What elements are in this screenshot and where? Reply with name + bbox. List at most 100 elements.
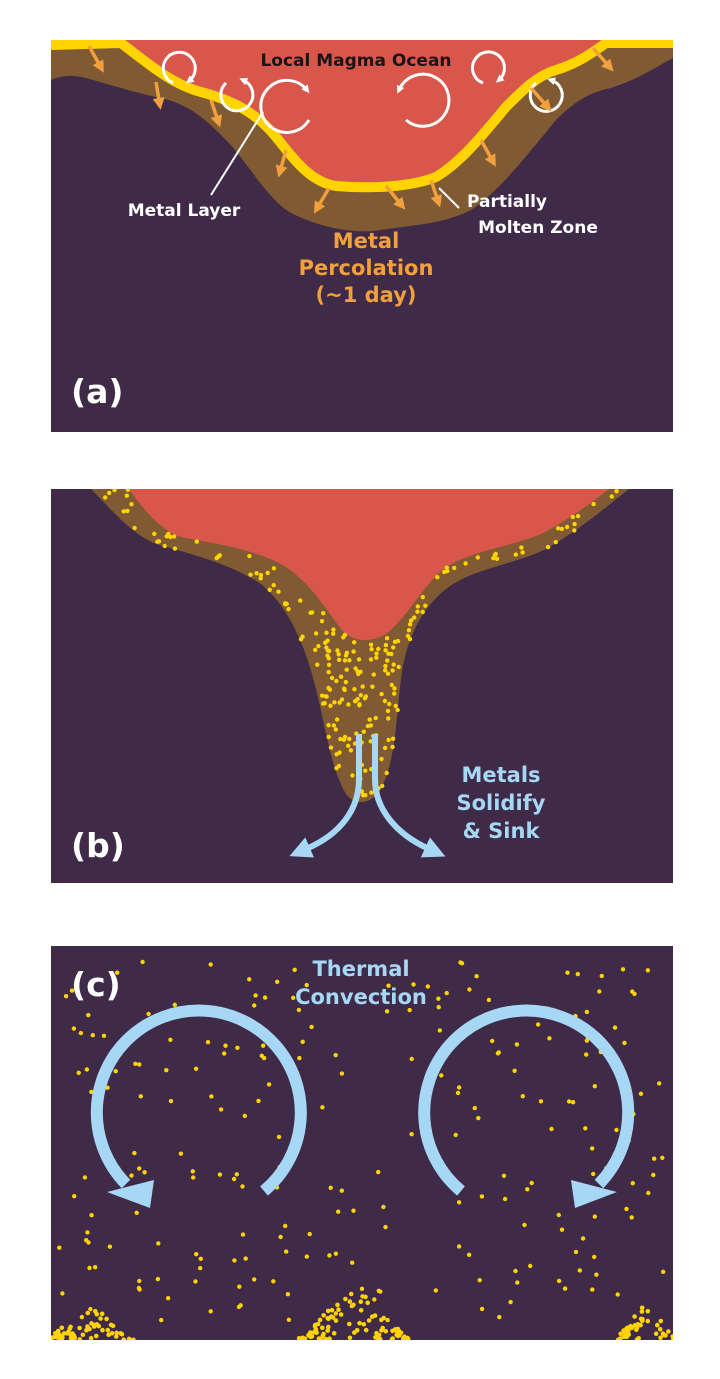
metal-droplet: [309, 1334, 315, 1339]
metal-droplets: [103, 489, 619, 798]
metal-droplet: [96, 1323, 102, 1329]
metal-droplet: [357, 703, 362, 708]
metal-droplet: [495, 1051, 501, 1056]
metal-droplet: [284, 601, 289, 607]
metal-droplet: [479, 1194, 485, 1199]
metal-droplet: [383, 642, 389, 648]
metal-droplet: [352, 640, 357, 645]
metal-droplet: [248, 572, 253, 577]
metal-droplet: [308, 610, 313, 615]
metal-droplet: [556, 1212, 561, 1218]
metal-droplet: [559, 526, 564, 532]
metal-droplet: [494, 556, 500, 561]
metal-droplet: [386, 716, 391, 721]
metal-droplet: [547, 1036, 552, 1041]
metal-droplet: [362, 696, 368, 701]
metal-droplet: [658, 1318, 664, 1324]
down-arrow-icon: [275, 149, 288, 178]
metal-droplet: [374, 651, 379, 656]
metal-droplet: [622, 1040, 627, 1046]
metal-droplet: [655, 1322, 660, 1328]
metal-droplet: [390, 1336, 395, 1340]
metal-droplet: [513, 552, 518, 557]
metal-droplet: [247, 977, 252, 982]
metal-droplet: [369, 790, 374, 795]
metal-droplet: [386, 737, 391, 743]
metal-droplet: [389, 682, 394, 688]
arrowhead: [571, 1180, 617, 1208]
metal-droplet: [379, 1328, 384, 1333]
metal-droplet: [472, 1105, 477, 1111]
metal-droplet: [376, 646, 381, 652]
metal-droplet: [591, 501, 596, 507]
down-arrow-icon: [591, 46, 614, 72]
metal-droplet: [476, 1115, 481, 1121]
metal-droplet: [491, 556, 496, 561]
metal-droplet: [317, 1317, 323, 1323]
metal-droplet: [392, 691, 397, 696]
metal-droplet: [223, 1043, 228, 1048]
metal-droplet: [137, 1287, 142, 1292]
metal-droplet: [335, 1302, 340, 1308]
metal-droplet: [628, 1323, 633, 1329]
metal-droplet: [575, 971, 580, 977]
metal-droplet: [409, 1132, 414, 1137]
partially-molten-zone: [91, 489, 629, 803]
metal-droplet: [390, 668, 395, 673]
metal-droplet: [630, 1181, 635, 1186]
metal-droplet: [140, 959, 145, 965]
metal-droplet: [386, 983, 391, 988]
metal-droplet: [630, 989, 635, 994]
metal-droplet: [331, 1331, 337, 1336]
metal-droplet: [271, 1279, 276, 1284]
metal-droplet: [231, 1176, 237, 1182]
metal-droplet: [645, 1308, 651, 1314]
metal-droplet: [365, 1300, 371, 1306]
metal-droplet: [137, 1062, 142, 1067]
metal-droplet: [80, 1332, 86, 1338]
metal-droplet: [298, 598, 303, 603]
metal-droplet: [78, 1030, 84, 1036]
metal-droplet: [137, 1278, 142, 1284]
metal-droplet: [315, 662, 320, 667]
metal-droplet: [347, 736, 352, 742]
metal-droplet: [156, 1241, 161, 1246]
metal-droplet: [614, 489, 619, 494]
metal-droplet: [327, 1253, 332, 1258]
sink-label-line3: & Sink: [463, 819, 541, 843]
metal-droplet: [368, 657, 374, 662]
metal-droplet: [331, 631, 336, 636]
metal-droplet: [297, 1055, 302, 1061]
metal-droplet: [335, 648, 340, 653]
metal-droplet: [265, 570, 270, 576]
metal-droplet: [344, 667, 349, 672]
metal-droplet: [51, 1335, 53, 1340]
metal-droplet: [107, 1244, 113, 1249]
metal-droplet: [398, 1330, 404, 1336]
metal-droplet: [660, 1155, 665, 1160]
metal-droplet: [325, 1328, 331, 1333]
metal-droplet: [375, 1335, 381, 1340]
metal-droplet: [92, 1265, 98, 1270]
metal-droplet: [356, 657, 362, 662]
metal-droplet: [474, 974, 479, 979]
metal-droplet: [105, 1085, 110, 1090]
metal-droplet: [119, 1331, 125, 1337]
metal-droplet: [369, 647, 374, 652]
metal-droplet: [339, 1188, 344, 1193]
metal-droplet: [456, 1085, 462, 1090]
metal-droplet: [597, 989, 602, 994]
metal-droplet: [276, 1134, 282, 1140]
metal-droplet: [59, 1325, 65, 1331]
metal-droplet: [368, 739, 373, 744]
metal-droplet: [325, 638, 330, 643]
circular-arrow-icon: [259, 78, 311, 134]
metal-droplet: [334, 717, 340, 722]
metal-droplet: [433, 1288, 438, 1293]
metal-droplet: [456, 1244, 462, 1249]
metal-droplet: [333, 727, 338, 732]
metal-droplet: [572, 521, 577, 527]
metal-droplet: [84, 1328, 89, 1333]
metal-droplet: [240, 1232, 246, 1237]
metal-droplet: [347, 1335, 353, 1340]
